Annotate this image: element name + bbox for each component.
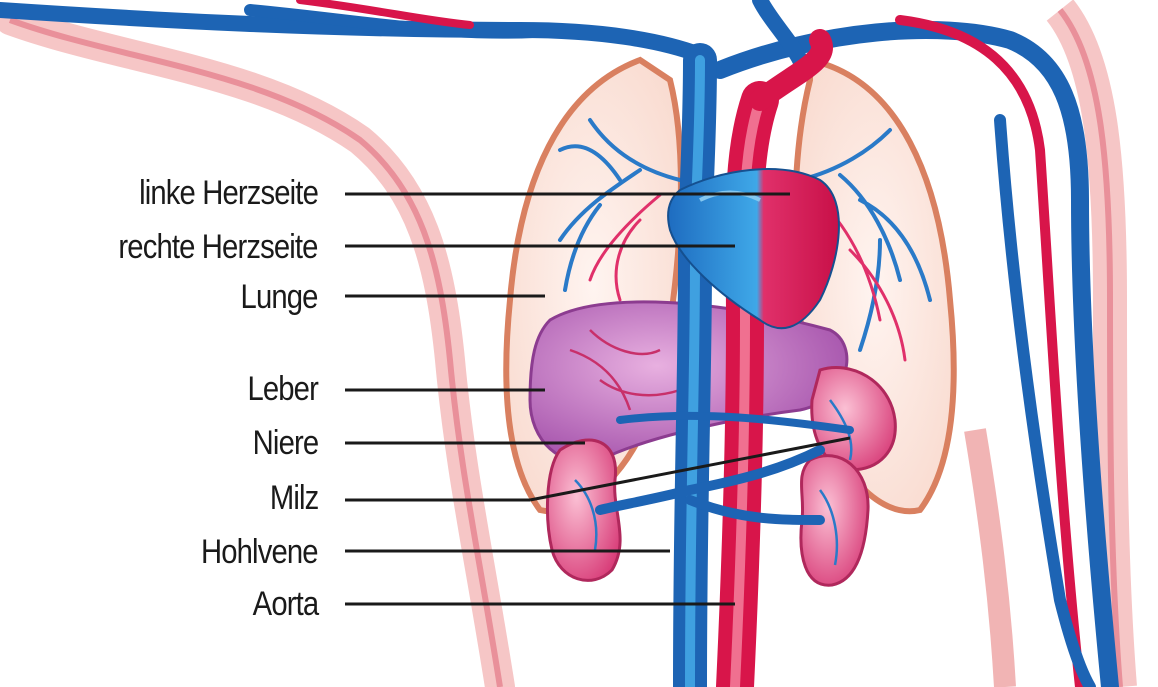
label-hohlvene: Hohlvene xyxy=(201,532,318,572)
label-milz: Milz xyxy=(269,478,318,518)
label-lunge: Lunge xyxy=(241,277,318,317)
label-linke-herzseite: linke Herzseite xyxy=(139,173,318,213)
label-rechte-herzseite: rechte Herzseite xyxy=(119,227,318,267)
label-leber: Leber xyxy=(248,369,318,409)
label-niere: Niere xyxy=(252,423,318,463)
label-aorta: Aorta xyxy=(252,584,318,624)
